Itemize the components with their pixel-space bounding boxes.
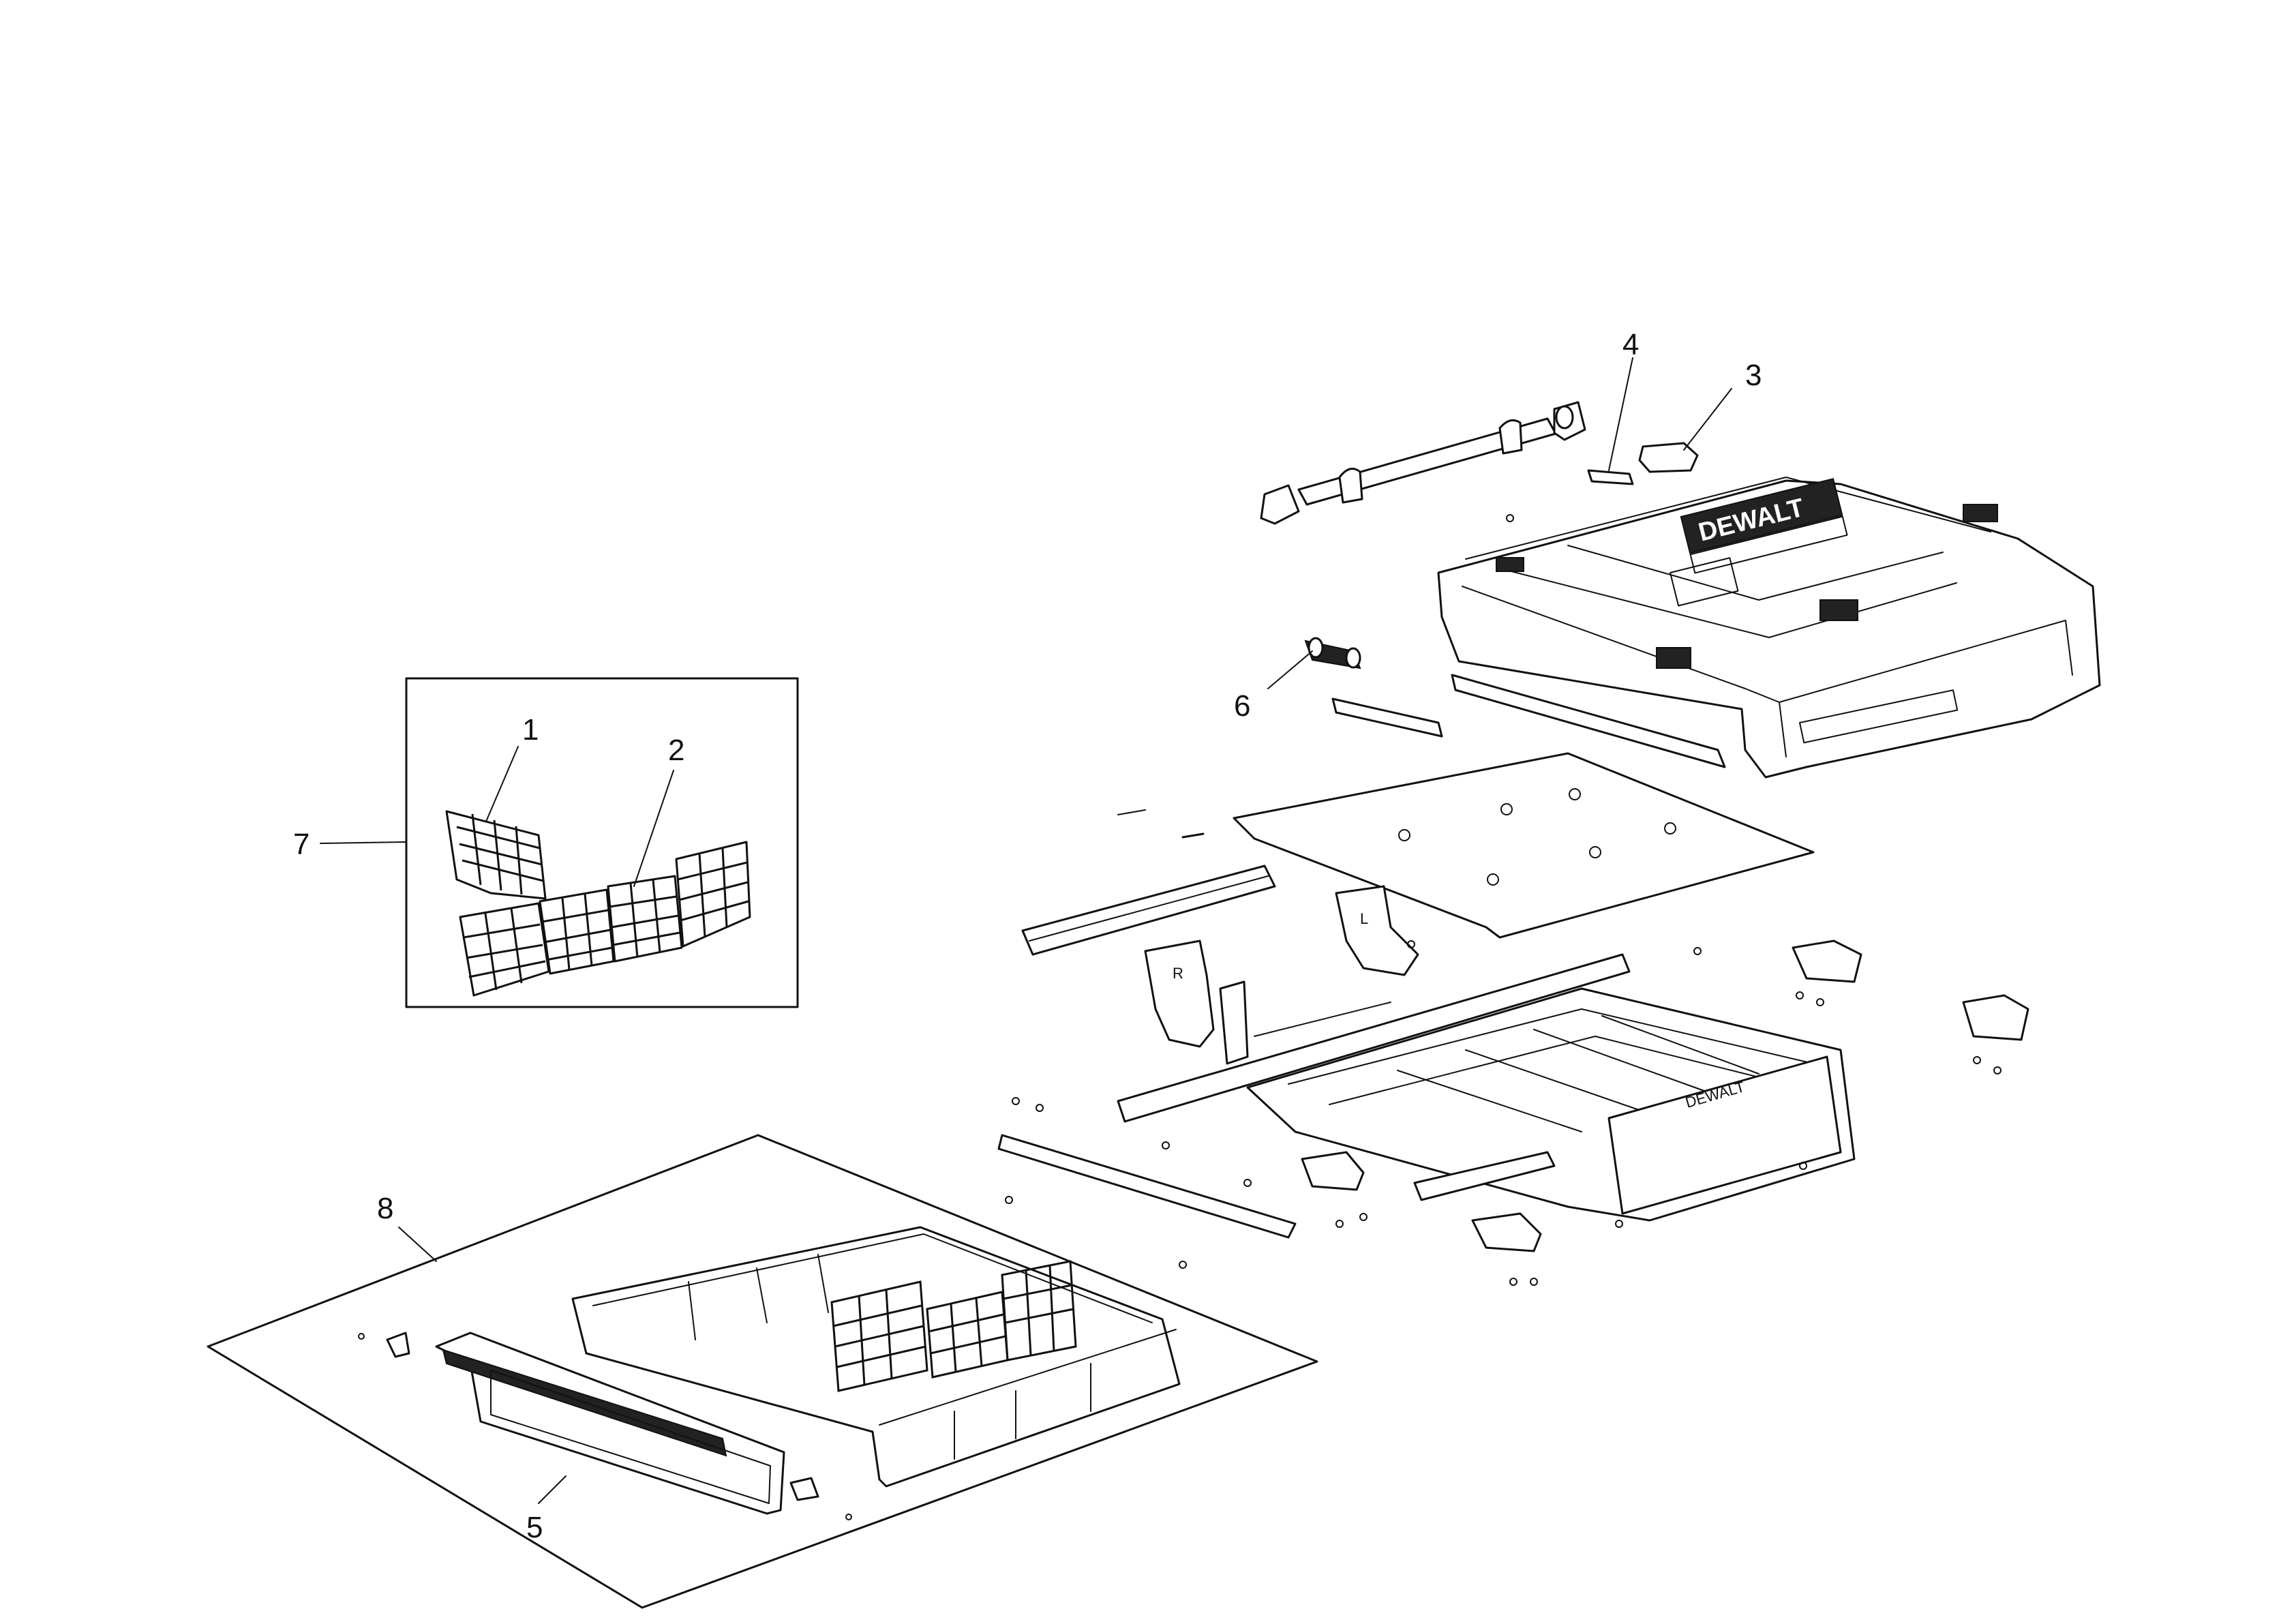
storage-drawer-group: 8 [207, 1134, 1318, 1609]
bracket-small-c [1301, 1151, 1365, 1191]
bracket-right: R [1144, 939, 1249, 1065]
callout-8: 8 [377, 1192, 393, 1225]
callout-3: 3 [1745, 359, 1762, 392]
drawer-latch-left [386, 1332, 410, 1358]
handle-bar [1260, 401, 1586, 525]
bracket-small-a [1792, 939, 1862, 983]
callout-7: 7 [293, 828, 309, 861]
bracket-left-letter: L [1360, 910, 1368, 927]
lid-rail [1331, 697, 1443, 738]
drawer-frame: DEWALT [1246, 987, 1856, 1222]
front-rail [1117, 953, 1631, 1123]
lid-body: DEWALT [1437, 477, 2101, 779]
clip-part-3 [1638, 442, 1699, 473]
bracket-right-letter: R [1173, 965, 1183, 982]
lid-assembly: 4 3 DEWALT [1260, 328, 2101, 779]
side-rail-long [1451, 674, 1726, 768]
tray-plate [1117, 752, 1815, 939]
divider-kit-box: 7 1 [293, 677, 799, 1008]
bracket-small-b [1962, 994, 2029, 1041]
latch-part-4 [1587, 469, 1634, 485]
drawer-latch-right [789, 1477, 819, 1501]
drawer-bin [571, 1226, 1181, 1488]
callout-1: 1 [522, 713, 539, 747]
screws [1005, 514, 2002, 1286]
divider-part-1 [445, 810, 547, 900]
callout-4: 4 [1622, 328, 1639, 361]
divider-strip-2 [459, 841, 751, 997]
bracket-small-d [1471, 1212, 1542, 1252]
left-channel-rail [1021, 864, 1276, 956]
callout-2: 2 [668, 734, 684, 767]
bottom-rail [997, 1134, 1297, 1239]
callout-6: 6 [1234, 689, 1250, 723]
hinge-part-6 [1304, 637, 1361, 670]
callout-5: 5 [526, 1511, 543, 1544]
bracket-left: L [1335, 885, 1419, 976]
drawer-front-panel-5 [435, 1332, 785, 1515]
